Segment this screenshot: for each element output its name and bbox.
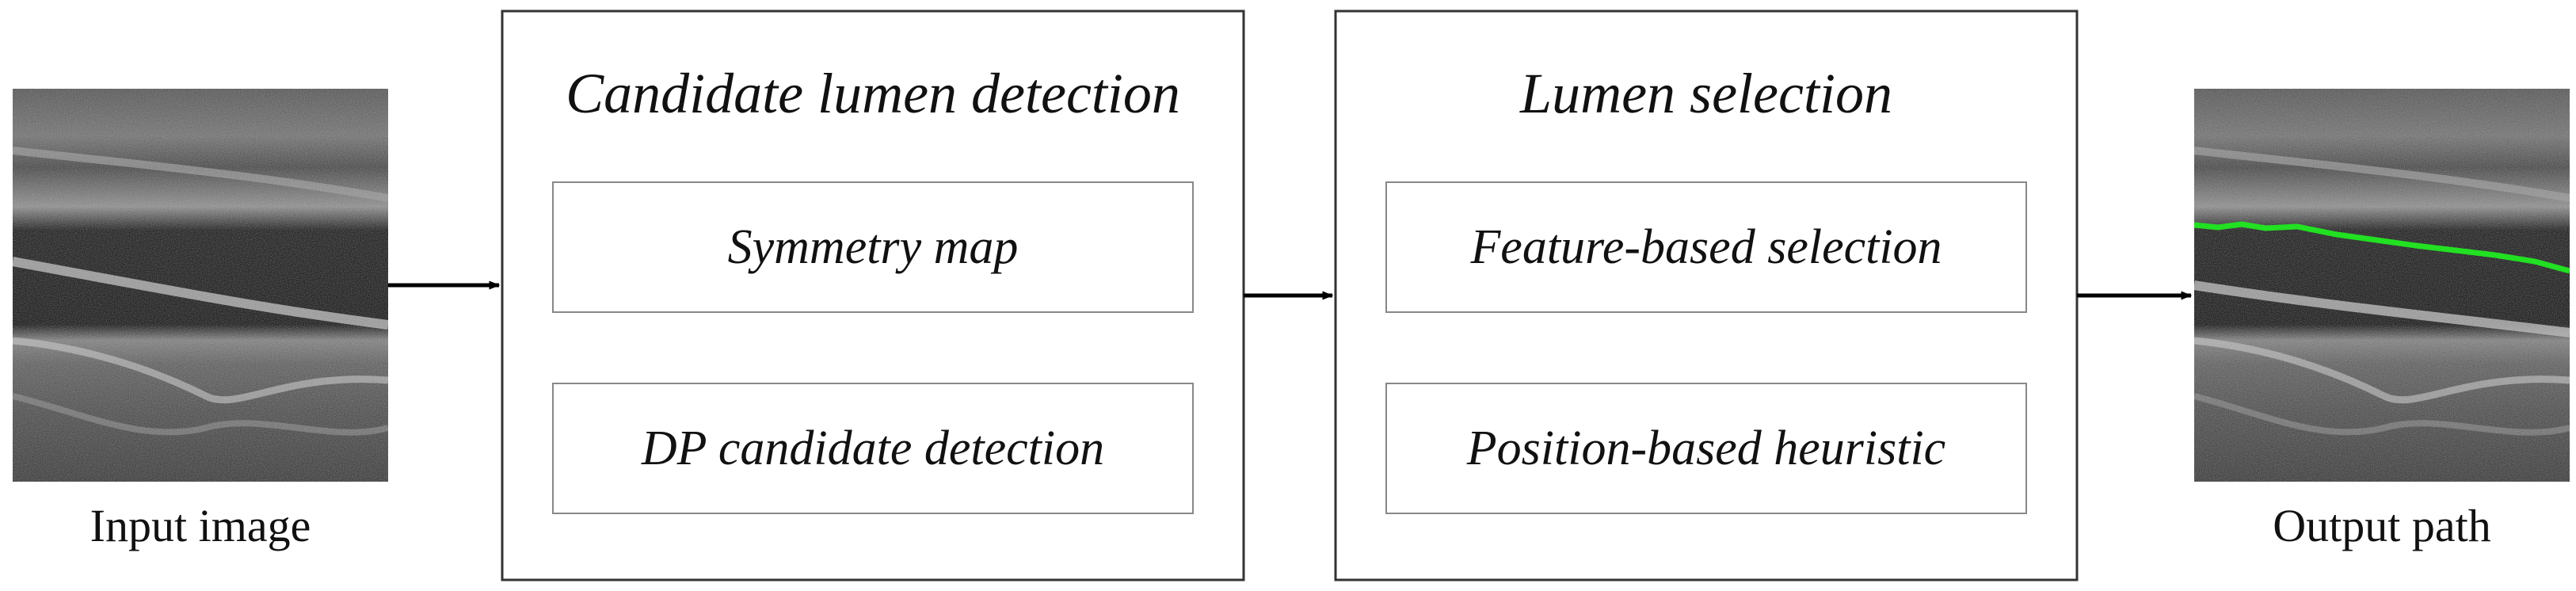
position-heuristic-box [1385,383,2027,514]
output-image [2194,89,2570,482]
dp-candidate-box [552,383,1194,514]
dp-candidate-label: DP candidate detection [641,421,1104,475]
output-caption: Output path [2273,500,2490,551]
symmetry-map-box [552,181,1194,313]
input-caption: Input image [90,500,311,551]
stage1-title: Candidate lumen detection [566,62,1180,125]
detected-lumen-path [2194,221,2570,274]
position-heuristic-label: Position-based heuristic [1466,421,1945,475]
feature-selection-label: Feature-based selection [1469,220,1942,274]
stage2-title: Lumen selection [1519,62,1892,125]
symmetry-map-label: Symmetry map [728,220,1019,274]
input-image [13,89,388,482]
feature-selection-box [1385,181,2027,313]
